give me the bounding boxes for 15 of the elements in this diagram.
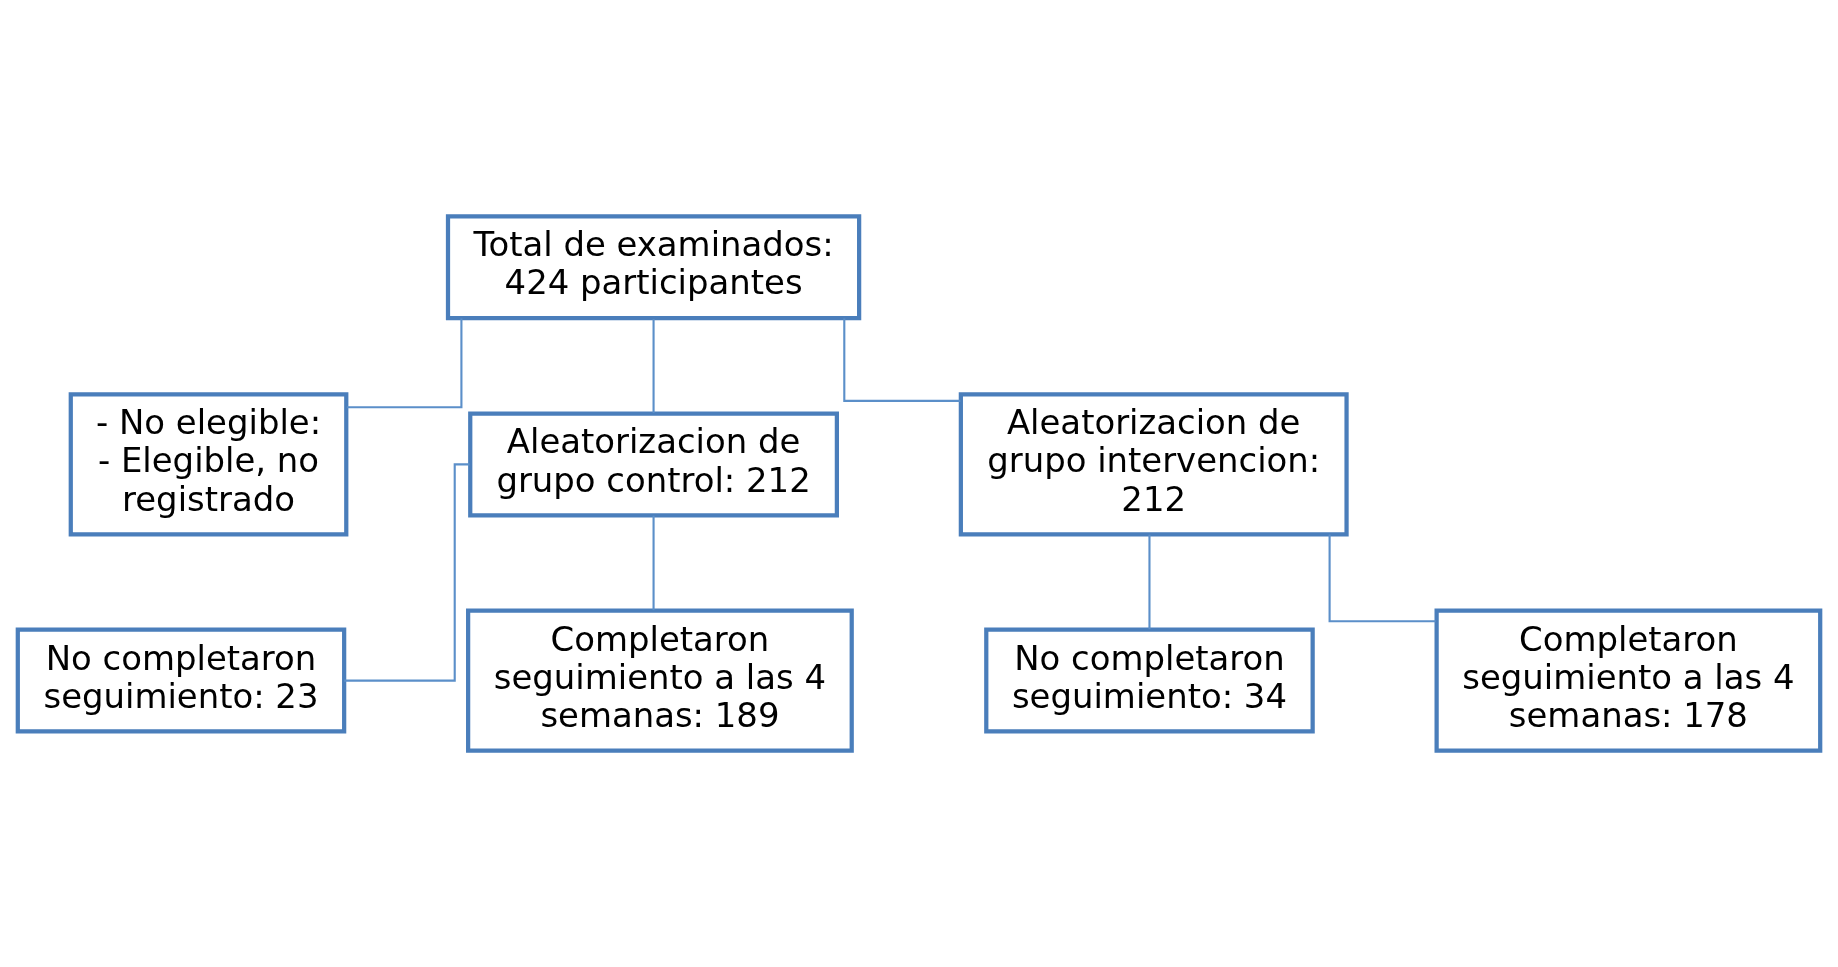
connector [652,515,655,611]
connector [1148,534,1151,630]
node-box: No completaron seguimiento: 34 [984,627,1315,734]
connector [344,463,470,682]
node-box: Completaron seguimiento a las 4 semanas: 178 [1434,608,1823,753]
node-box: Total de examinados: 424 participantes [445,214,862,321]
node-box: Aleatorizacion de grupo intervencion: 212 [958,392,1349,537]
connector [652,319,655,413]
node-box: No completaron seguimiento: 23 [15,627,347,734]
node-box: Aleatorizacion de grupo control: 212 [468,411,839,518]
connector [1328,534,1436,623]
node-box: Completaron seguimiento a las 4 semanas: 189 [466,608,854,753]
node-box: - No elegible: - Elegible, no registrado [68,392,349,537]
connector [346,318,463,409]
connector [843,318,961,402]
